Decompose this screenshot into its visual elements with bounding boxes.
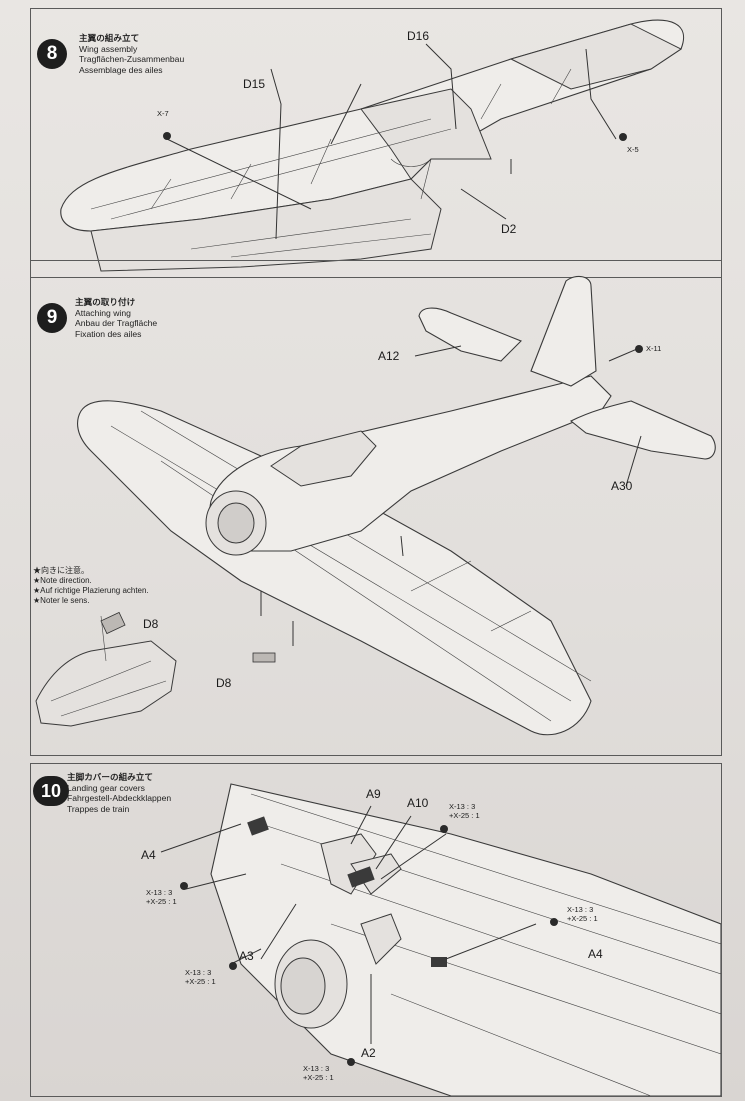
- paint-mix-line2: +X-25 : 1: [185, 977, 216, 986]
- screw-label-x5: X-5: [627, 145, 639, 154]
- paint-mix-line1: X-13 : 3: [567, 905, 594, 914]
- step-10-titles: 主脚カバーの組み立て Landing gear covers Fahrgeste…: [67, 772, 171, 814]
- landing-gear-drawing: [160, 783, 721, 1096]
- step-10-title-fr: Trappes de train: [67, 803, 130, 814]
- note-line-de: ★Auf richtige Plazierung achten.: [33, 586, 149, 595]
- step-9-number: 9: [37, 303, 67, 333]
- paint-mix-line1: X-13 : 3: [449, 802, 476, 811]
- part-label-d15: D15: [243, 77, 266, 91]
- step-8-title-en: Wing assembly: [79, 43, 138, 54]
- paint-mix-line1: X-13 : 3: [303, 1064, 330, 1073]
- step-8-title-de: Tragflächen-Zusammenbau: [79, 54, 185, 64]
- step-8-panel: 8 主翼の組み立て Wing assembly Tragflächen-Zusa…: [30, 8, 722, 278]
- part-label-d8-inset: D8: [143, 617, 159, 631]
- direction-note: ★向きに注意。 ★Note direction. ★Auf richtige P…: [33, 566, 149, 606]
- step-9-titles: 主翼の取り付け Attaching wing Anbau der Tragflä…: [75, 297, 157, 339]
- step-9-title-en: Attaching wing: [75, 307, 131, 318]
- part-label-a4-left: A4: [141, 848, 156, 862]
- step-9-title-jp: 主翼の取り付け: [75, 297, 136, 307]
- step-10-number: 10: [33, 776, 69, 806]
- step-10-panel: 10 主脚カバーの組み立て Landing gear covers Fahrge…: [30, 763, 722, 1097]
- part-label-a30: A30: [611, 479, 633, 493]
- paint-mix-a4-left: X-13 : 3 +X-25 : 1: [146, 888, 177, 906]
- step-8-title-jp: 主翼の組み立て: [79, 33, 140, 43]
- part-label-a12: A12: [378, 349, 400, 363]
- paint-mix-line2: +X-25 : 1: [449, 811, 480, 820]
- part-label-a4-right: A4: [588, 947, 603, 961]
- part-label-a3: A3: [239, 949, 254, 963]
- note-line-jp: ★向きに注意。: [33, 566, 89, 575]
- note-line-en: ★Note direction.: [33, 576, 92, 585]
- step-9-title-de: Anbau der Tragfläche: [75, 318, 158, 328]
- paint-mix-line1: X-13 : 3: [185, 968, 212, 977]
- step-8-number: 8: [37, 39, 67, 69]
- screw-label-x11: X-11: [646, 344, 662, 353]
- step-9-panel: 9 主翼の取り付け Attaching wing Anbau der Tragf…: [30, 260, 722, 756]
- part-label-d16: D16: [407, 29, 430, 43]
- part-label-a10: A10: [407, 796, 429, 810]
- paint-mix-a10: X-13 : 3 +X-25 : 1: [449, 802, 480, 820]
- wing-assembly-drawing: [60, 19, 685, 272]
- step-10-title-jp: 主脚カバーの組み立て: [67, 772, 153, 782]
- part-label-d2: D2: [501, 222, 517, 236]
- paint-mix-a3: X-13 : 3 +X-25 : 1: [185, 968, 216, 986]
- step-9-title-fr: Fixation des ailes: [75, 328, 142, 339]
- screw-label-x7: X-7: [157, 109, 169, 118]
- part-label-d8: D8: [216, 676, 232, 690]
- paint-mix-line2: +X-25 : 1: [303, 1073, 334, 1082]
- paint-mix-line2: +X-25 : 1: [146, 897, 177, 906]
- step-8-title-fr: Assemblage des ailes: [79, 64, 163, 75]
- note-line-fr: ★Noter le sens.: [33, 596, 90, 605]
- attach-wing-drawing: [35, 275, 716, 736]
- paint-mix-line1: X-13 : 3: [146, 888, 173, 897]
- paint-mix-a2: X-13 : 3 +X-25 : 1: [303, 1064, 334, 1082]
- paint-mix-a4-right: X-13 : 3 +X-25 : 1: [567, 905, 598, 923]
- step-8-titles: 主翼の組み立て Wing assembly Tragflächen-Zusamm…: [79, 33, 184, 75]
- step-10-title-en: Landing gear covers: [67, 782, 145, 793]
- step-10-title-de: Fahrgestell-Abdeckklappen: [67, 793, 172, 803]
- part-label-a9: A9: [366, 787, 381, 801]
- part-label-a2: A2: [361, 1046, 376, 1060]
- paint-mix-line2: +X-25 : 1: [567, 914, 598, 923]
